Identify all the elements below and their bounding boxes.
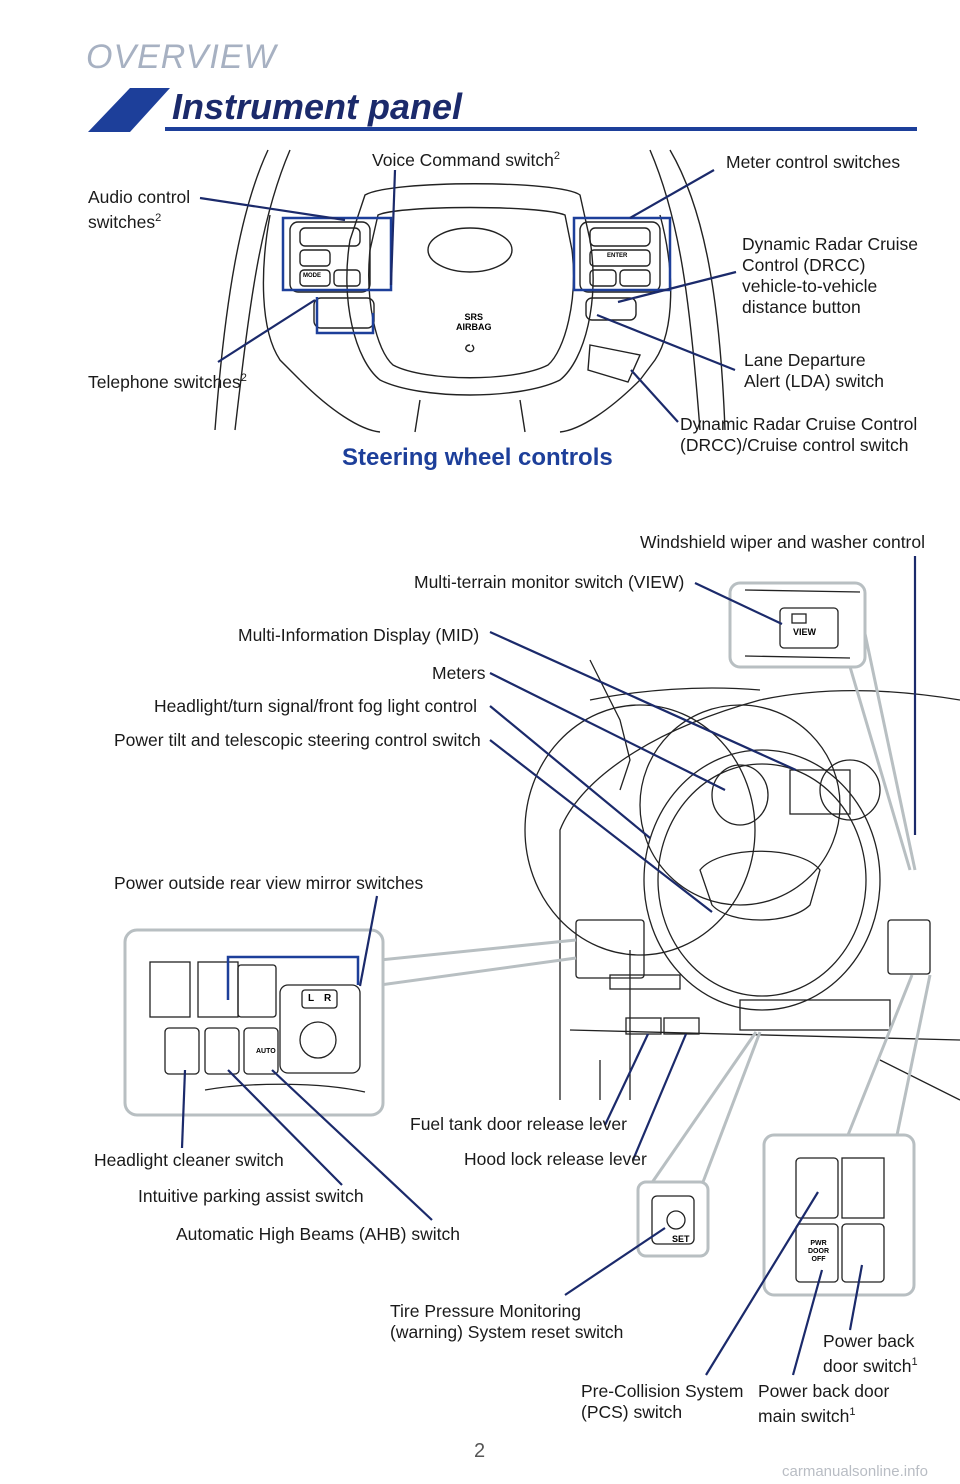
label-audio-control: Audio control switches2 bbox=[88, 187, 191, 232]
airbag-text: SRS AIRBAG bbox=[456, 312, 492, 332]
label-power-back-door: Power back door switch1 bbox=[823, 1331, 918, 1376]
label-multi-terrain: Multi-terrain monitor switch (VIEW) bbox=[414, 572, 685, 592]
set-button-text: SET bbox=[672, 1234, 690, 1244]
label-tpms: Tire Pressure Monitoring (warning) Syste… bbox=[390, 1301, 624, 1342]
auto-text: AUTO bbox=[256, 1048, 276, 1055]
label-parking-assist: Intuitive parking assist switch bbox=[138, 1186, 364, 1206]
label-voice-command: Voice Command switch2 bbox=[372, 149, 561, 170]
enter-text: ENTER bbox=[607, 253, 628, 259]
mode-text: MODE bbox=[303, 273, 321, 279]
view-button-drawing bbox=[744, 589, 861, 659]
label-pcs: Pre-Collision System (PCS) switch bbox=[581, 1381, 744, 1422]
title-underline bbox=[165, 127, 917, 131]
label-headlight-cleaner: Headlight cleaner switch bbox=[94, 1150, 284, 1170]
switch-group-drawing bbox=[149, 961, 366, 1093]
label-ahb: Automatic High Beams (AHB) switch bbox=[176, 1224, 460, 1244]
label-headlight-turn: Headlight/turn signal/front fog light co… bbox=[154, 696, 477, 716]
back-door-switch-drawing bbox=[795, 1157, 885, 1283]
view-button-text: VIEW bbox=[793, 627, 817, 637]
title-bar-accent bbox=[88, 88, 170, 132]
label-lda: Lane Departure Alert (LDA) switch bbox=[744, 350, 885, 391]
label-meter-control: Meter control switches bbox=[726, 152, 901, 172]
label-mirror: Power outside rear view mirror switches bbox=[114, 873, 424, 893]
label-power-back-main: Power back door main switch1 bbox=[758, 1381, 890, 1426]
dashboard-drawing bbox=[524, 659, 960, 1101]
mirror-r-text: R bbox=[324, 993, 332, 1004]
set-button-drawing bbox=[651, 1195, 695, 1245]
label-mid: Multi-Information Display (MID) bbox=[238, 625, 480, 645]
mirror-l-text: L bbox=[308, 993, 315, 1004]
page-title: Instrument panel bbox=[172, 86, 463, 127]
label-drcc-cruise: Dynamic Radar Cruise Control (DRCC)/Crui… bbox=[680, 414, 918, 455]
watermark: carmanualsonline.info bbox=[782, 1463, 928, 1480]
mirror-highlight-box bbox=[226, 955, 360, 1000]
label-hood: Hood lock release lever bbox=[464, 1149, 647, 1169]
label-wiper: Windshield wiper and washer control bbox=[640, 532, 925, 552]
steering-caption: Steering wheel controls bbox=[342, 444, 613, 471]
steering-leader-lines bbox=[199, 169, 737, 423]
label-drcc-distance: Dynamic Radar Cruise Control (DRCC) vehi… bbox=[742, 234, 919, 317]
page-number: 2 bbox=[474, 1440, 486, 1462]
zoom-connectors bbox=[379, 609, 932, 1201]
dash-leader-lines bbox=[180, 556, 917, 1376]
label-fuel-door: Fuel tank door release lever bbox=[410, 1114, 627, 1134]
pwr-door-off-text: PWR DOOR OFF bbox=[808, 1240, 829, 1263]
label-power-tilt: Power tilt and telescopic steering contr… bbox=[114, 730, 481, 750]
label-meters: Meters bbox=[432, 663, 486, 683]
label-telephone: Telephone switches2 bbox=[88, 371, 247, 392]
section-label: OVERVIEW bbox=[86, 38, 277, 76]
steering-wheel-drawing bbox=[214, 149, 726, 433]
